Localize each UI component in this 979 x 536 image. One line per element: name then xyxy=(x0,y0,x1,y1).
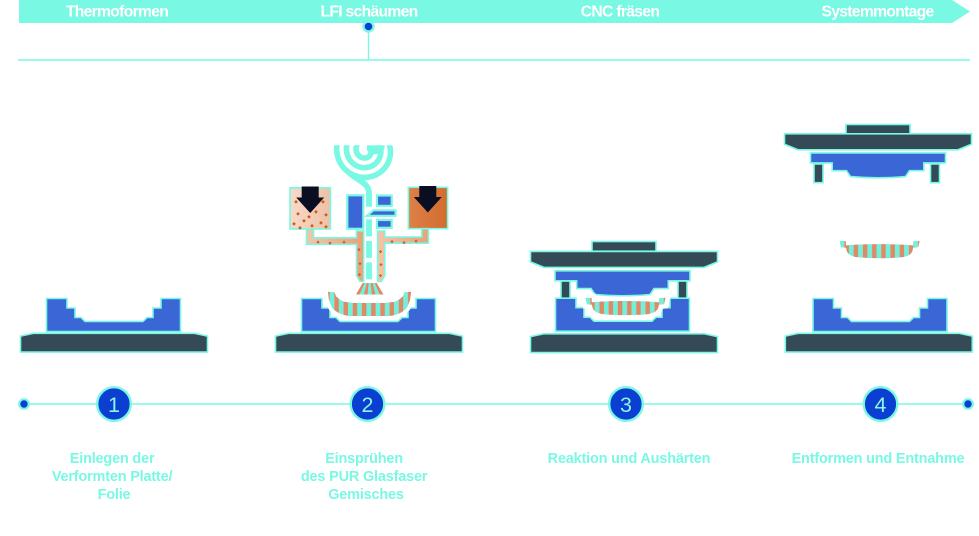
svg-text:3: 3 xyxy=(620,393,632,417)
svg-text:Thermoformen: Thermoformen xyxy=(66,4,168,21)
svg-text:4: 4 xyxy=(875,393,887,417)
svg-text:CNC fräsen: CNC fräsen xyxy=(581,4,660,21)
svg-text:Reaktion und Aushärten: Reaktion und Aushärten xyxy=(548,451,711,467)
svg-text:Systemmontage: Systemmontage xyxy=(821,4,934,21)
svg-text:Einsprühen des PUR Glasfaser G: Einsprühen des PUR Glasfaser Gemisches xyxy=(301,451,431,503)
svg-text:1: 1 xyxy=(108,393,120,417)
svg-text:LFI schäumen: LFI schäumen xyxy=(320,4,417,21)
svg-text:Entformen und Entnahme: Entformen und Entnahme xyxy=(792,451,965,467)
svg-text:Einlegen der Verformten Platte: Einlegen der Verformten Platte/ Folie xyxy=(52,451,176,503)
svg-text:2: 2 xyxy=(362,393,374,417)
